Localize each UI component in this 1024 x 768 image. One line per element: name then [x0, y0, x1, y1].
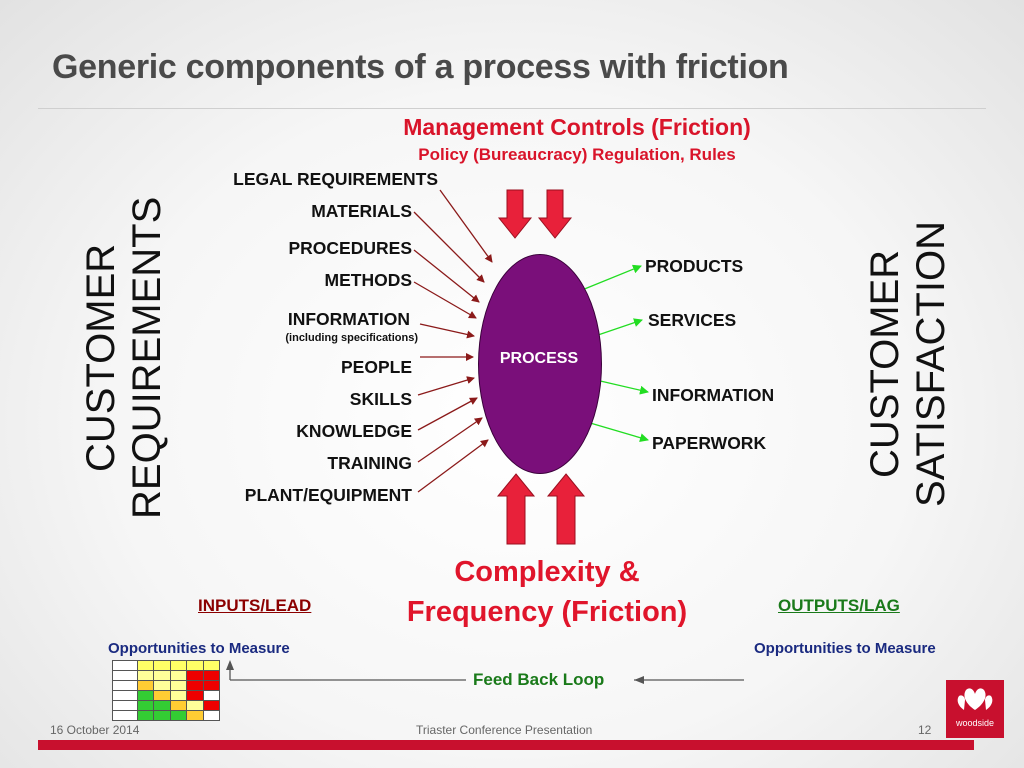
input-training: TRAINING [327, 453, 412, 473]
process-ellipse [478, 254, 602, 474]
input-legal-requirements: LEGAL REQUIREMENTS [233, 169, 438, 189]
input-skills: SKILLS [349, 389, 412, 409]
input-procedures: PROCEDURES [288, 238, 413, 258]
output-products: PRODUCTS [645, 256, 744, 276]
inputs-lead-label: INPUTS/LEAD [198, 596, 312, 615]
slide-title: Generic components of a process with fri… [52, 48, 789, 86]
arrow-legal [439, 189, 493, 263]
arrow-services [597, 318, 643, 336]
complexity-line2: Frequency (Friction) [406, 596, 688, 628]
process-label: PROCESS [499, 350, 579, 367]
arrow-skills [417, 376, 475, 396]
output-information: INFORMATION [652, 385, 775, 405]
management-controls-subtitle: Policy (Bureaucracy) Regulation, Rules [418, 145, 736, 164]
arrow-methods [413, 281, 477, 319]
woodside-logo-text: woodside [955, 718, 995, 728]
friction-up-arrow-left [496, 473, 536, 545]
friction-down-arrow-right [537, 189, 573, 239]
arrow-information [419, 323, 475, 339]
friction-up-arrow-right [546, 473, 586, 545]
arrow-training [417, 417, 483, 463]
management-controls-title: Management Controls (Friction) [403, 114, 751, 140]
input-information-note: (including specifications) [285, 332, 418, 344]
friction-down-arrow-left [497, 189, 533, 239]
complexity-line1: Complexity & [454, 556, 640, 588]
arrow-procedures [413, 249, 480, 303]
feedback-loop-label: Feed Back Loop [473, 670, 605, 689]
opportunities-right: Opportunities to Measure [754, 640, 936, 657]
input-methods: METHODS [324, 270, 413, 290]
footer-title: Triaster Conference Presentation [416, 723, 593, 737]
output-paperwork: PAPERWORK [652, 433, 767, 453]
input-knowledge: KNOWLEDGE [296, 421, 412, 441]
measurement-table-thumbnail [112, 660, 221, 721]
woodside-logo-icon [957, 688, 993, 710]
arrow-out-information [595, 379, 649, 395]
arrow-products [581, 264, 642, 291]
footer-page-number: 12 [918, 723, 932, 737]
feedback-arrowhead-up [226, 660, 234, 670]
footer-date: 16 October 2014 [50, 723, 140, 737]
arrow-plant [417, 439, 489, 493]
footer-bar [38, 740, 974, 750]
arrow-materials [413, 211, 485, 283]
input-people: PEOPLE [341, 357, 412, 377]
arrow-knowledge [417, 397, 478, 431]
input-information: INFORMATION [287, 309, 410, 329]
opportunities-left: Opportunities to Measure [108, 640, 290, 657]
output-services: SERVICES [648, 310, 737, 330]
woodside-logo [946, 680, 1004, 738]
input-materials: MATERIALS [311, 201, 412, 221]
feedback-arrowhead-right [634, 676, 644, 684]
input-plant-equipment: PLANT/EQUIPMENT [244, 485, 412, 505]
outputs-lag-label: OUTPUTS/LAG [778, 596, 900, 615]
title-divider [38, 108, 986, 109]
